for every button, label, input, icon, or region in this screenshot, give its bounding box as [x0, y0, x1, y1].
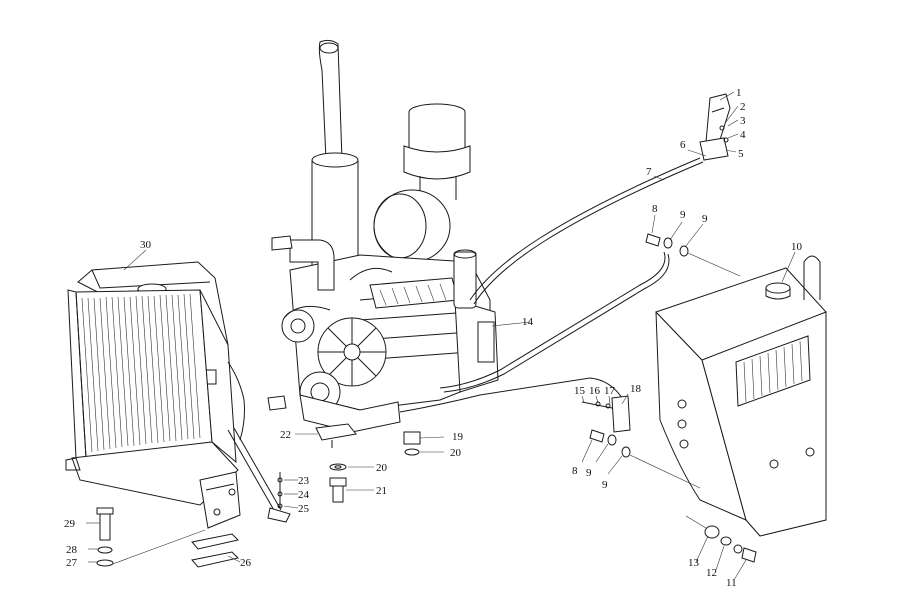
callout-29: 29 [64, 518, 76, 530]
fuel-tank [655, 255, 827, 537]
callout-6: 6 [680, 139, 686, 151]
callout-10: 10 [791, 241, 803, 253]
callout-25: 25 [298, 503, 310, 515]
fittings-upper [645, 233, 741, 277]
callout-3: 3 [740, 115, 746, 127]
radiator-mount-hardware [96, 507, 239, 568]
callout-13: 13 [688, 557, 700, 569]
callout-14: 14 [522, 316, 534, 328]
callout-9-lower-b: 9 [602, 479, 608, 491]
callout-9-lower-a: 9 [586, 467, 592, 479]
radiator [65, 261, 291, 529]
callout-23: 23 [298, 475, 310, 487]
callout-24: 24 [298, 489, 310, 501]
drain-plug-parts [685, 515, 757, 563]
callout-27: 27 [66, 557, 78, 569]
callout-9-upper-a: 9 [680, 209, 686, 221]
fittings-lower [581, 395, 701, 489]
callout-8-lower: 8 [572, 465, 578, 477]
engine-assembly [267, 39, 499, 433]
callout-26: 26 [240, 557, 252, 569]
callout-4: 4 [740, 129, 746, 141]
leader-lines [86, 91, 796, 581]
callout-17: 17 [604, 385, 616, 397]
callout-7: 7 [646, 166, 652, 178]
callout-9-upper-b: 9 [702, 213, 708, 225]
engine-mount-hardware [277, 423, 421, 509]
callout-19: 19 [452, 431, 464, 443]
callout-15: 15 [574, 385, 586, 397]
callout-20-left: 20 [376, 462, 388, 474]
callout-20-right: 20 [450, 447, 462, 459]
callout-8-upper: 8 [652, 203, 658, 215]
callout-1: 1 [736, 87, 742, 99]
callout-22: 22 [280, 429, 291, 441]
callout-18: 18 [630, 383, 642, 395]
callout-2: 2 [740, 101, 746, 113]
callout-21: 21 [376, 485, 387, 497]
callout-30: 30 [140, 239, 152, 251]
control-cables [399, 157, 704, 413]
callout-5: 5 [738, 148, 744, 160]
callout-28: 28 [66, 544, 78, 556]
throttle-pedal [699, 93, 731, 161]
callout-12: 12 [706, 567, 717, 579]
callout-16: 16 [589, 385, 601, 397]
callout-11: 11 [726, 577, 737, 589]
callout-labels: 1 2 3 4 5 6 7 8 8 9 9 9 9 10 11 12 13 14… [64, 87, 803, 589]
